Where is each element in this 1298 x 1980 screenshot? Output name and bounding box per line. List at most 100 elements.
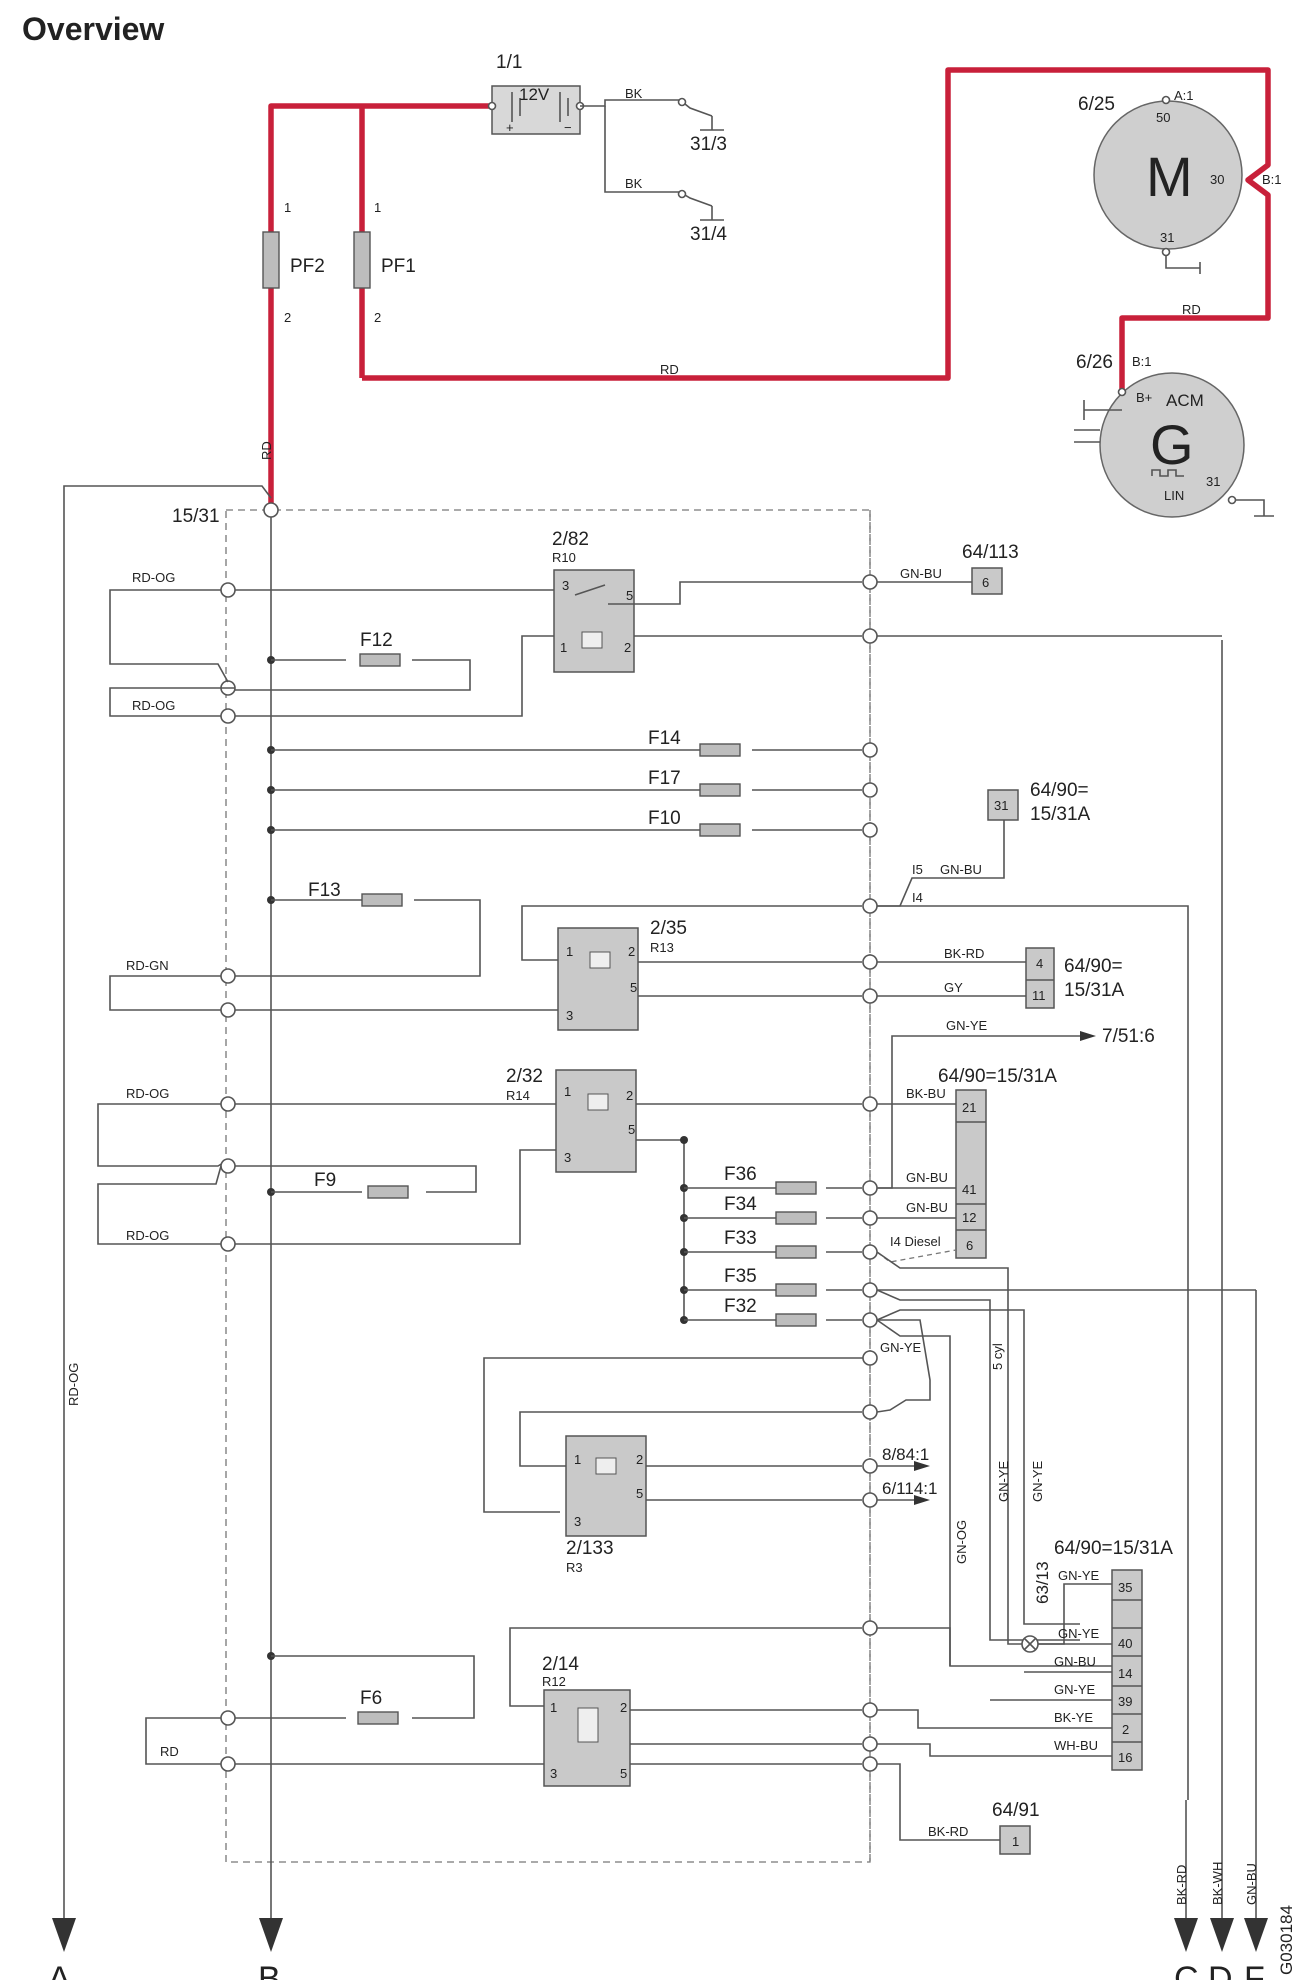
fuse-pf2-label: PF2 bbox=[290, 256, 325, 277]
r10-pin3: 3 bbox=[562, 578, 569, 593]
battery-ref: 1/1 bbox=[496, 52, 522, 73]
arrow-b bbox=[259, 1918, 283, 1952]
alternator-lin: LIN bbox=[1164, 488, 1184, 503]
rd-og-3: RD-OG bbox=[126, 1086, 169, 1101]
ref-6-114-1: 6/114:1 bbox=[882, 1479, 937, 1498]
conn-15-31a-b: 15/31A bbox=[1064, 980, 1125, 1001]
conn-64-113: 64/113 bbox=[962, 542, 1019, 563]
output-c: C bbox=[1174, 1960, 1199, 1980]
r10-pin2: 2 bbox=[624, 640, 631, 655]
wire-bk-rd-2: BK-RD bbox=[928, 1824, 968, 1839]
wire-gn-bu-5: GN-BU bbox=[1054, 1654, 1096, 1669]
pf2-pin2: 2 bbox=[284, 310, 291, 325]
fuse-f9 bbox=[367, 1185, 409, 1199]
r13-pin1: 1 bbox=[566, 944, 573, 959]
note-i4-diesel: I4 Diesel bbox=[890, 1234, 941, 1249]
fuse-f34 bbox=[775, 1211, 817, 1225]
wire-gn-ye-4: GN-YE bbox=[1058, 1626, 1100, 1641]
rd-og-vertical: RD-OG bbox=[66, 1363, 81, 1406]
red-wire-starter bbox=[362, 67, 1271, 390]
fuse-f13-label: F13 bbox=[308, 880, 341, 901]
wire-gn-bu-3: GN-BU bbox=[906, 1170, 948, 1185]
relay-r14 bbox=[555, 1069, 637, 1173]
node-15-31 bbox=[263, 502, 279, 518]
wire-gn-ye-5: GN-YE bbox=[1054, 1682, 1096, 1697]
r3-pin3: 3 bbox=[574, 1514, 581, 1529]
alternator-acm: ACM bbox=[1166, 391, 1204, 410]
output-a: A bbox=[48, 1960, 71, 1980]
fuse-f33-label: F33 bbox=[724, 1228, 757, 1249]
starter-symbol: M bbox=[1146, 145, 1193, 208]
wire-gn-ye-3: GN-YE bbox=[1058, 1568, 1100, 1583]
figure-id: G030184 bbox=[1277, 1905, 1296, 1975]
rd-wire-label: RD bbox=[660, 362, 679, 377]
wire-bk-rd-1: BK-RD bbox=[944, 946, 984, 961]
arrow-f bbox=[1244, 1918, 1268, 1952]
wire-wh-bu: WH-BU bbox=[1054, 1738, 1098, 1753]
starter-pin50: 50 bbox=[1156, 110, 1170, 125]
wire-bk-bu: BK-BU bbox=[906, 1086, 946, 1101]
note-i4: I4 bbox=[912, 890, 923, 905]
fuse-f36 bbox=[775, 1181, 817, 1195]
conn-63-13-label: 63/13 bbox=[1033, 1561, 1052, 1604]
output-f: F bbox=[1244, 1960, 1265, 1980]
r10-pin5: 5 bbox=[626, 588, 633, 603]
ref-8-84-1: 8/84:1 bbox=[882, 1445, 929, 1464]
pin-64-91-1 bbox=[999, 1825, 1031, 1855]
wire-gn-bu-2: GN-BU bbox=[940, 862, 982, 877]
ground-wire-2-label: BK bbox=[625, 176, 643, 191]
fuse-group: F36 F34 F33 F35 F32 bbox=[684, 1164, 878, 1328]
gn-bu-vertical: GN-BU bbox=[1244, 1863, 1259, 1905]
pin-2: 2 bbox=[1122, 1722, 1129, 1737]
conn-64-90-block-2 bbox=[1111, 1569, 1143, 1771]
fuse-f12 bbox=[359, 653, 401, 667]
pin-12: 12 bbox=[962, 1210, 976, 1225]
relay-r3 bbox=[565, 1435, 647, 1537]
r3-pin2: 2 bbox=[636, 1452, 643, 1467]
r14-pin3: 3 bbox=[564, 1150, 571, 1165]
relay-r10-name: R10 bbox=[552, 550, 576, 565]
conn-64-90-block-1 bbox=[955, 1089, 987, 1259]
r10-pin1: 1 bbox=[560, 640, 567, 655]
fuse-f6 bbox=[357, 1711, 399, 1725]
r13-pin3: 3 bbox=[566, 1008, 573, 1023]
pin-39: 39 bbox=[1118, 1694, 1132, 1709]
rd-wire-label-2: RD bbox=[1182, 302, 1201, 317]
battery-voltage: 12V bbox=[519, 85, 550, 104]
fuse-f10 bbox=[699, 823, 741, 837]
r14-pin1: 1 bbox=[564, 1084, 571, 1099]
r13-pin2: 2 bbox=[628, 944, 635, 959]
relay-r13 bbox=[557, 927, 639, 1031]
fuse-pf1 bbox=[353, 231, 371, 289]
pf1-pin2: 2 bbox=[374, 310, 381, 325]
bk-wh-vertical: BK-WH bbox=[1210, 1862, 1225, 1905]
wire-rd-low: RD bbox=[160, 1744, 179, 1759]
ground-wire-2 bbox=[604, 106, 713, 207]
pin-6-a: 6 bbox=[982, 575, 989, 590]
r14-pin2: 2 bbox=[626, 1088, 633, 1103]
rd-og-1: RD-OG bbox=[132, 570, 175, 585]
starter-motor: M 6/25 A:1 50 30 B:1 31 bbox=[1078, 88, 1282, 274]
battery: 12V + − 1/1 bbox=[487, 52, 585, 135]
pin-21: 21 bbox=[962, 1100, 976, 1115]
conn-64-90-full-1: 64/90=15/31A bbox=[938, 1066, 1057, 1087]
alternator-bplus: B+ bbox=[1136, 390, 1152, 405]
fuse-f9-label: F9 bbox=[314, 1170, 336, 1191]
pin-11: 11 bbox=[1032, 988, 1046, 1003]
node-label: 15/31 bbox=[172, 506, 220, 527]
red-wire-main bbox=[268, 103, 492, 510]
wire-gn-bu-1: GN-BU bbox=[900, 566, 942, 581]
starter-pin30: 30 bbox=[1210, 172, 1224, 187]
r12-pin3: 3 bbox=[550, 1766, 557, 1781]
page-title: Overview bbox=[22, 11, 164, 47]
pin-6-b: 6 bbox=[966, 1238, 973, 1253]
battery-minus: − bbox=[564, 120, 572, 135]
relay-r12 bbox=[543, 1689, 631, 1787]
fuse-f17 bbox=[699, 783, 741, 797]
fuse-f36-label: F36 bbox=[724, 1164, 757, 1185]
note-i5: I5 bbox=[912, 862, 923, 877]
starter-pin-a: A:1 bbox=[1174, 88, 1194, 103]
ground-wire-1-label: BK bbox=[625, 86, 643, 101]
relay-r13-ref: 2/35 bbox=[650, 918, 687, 939]
